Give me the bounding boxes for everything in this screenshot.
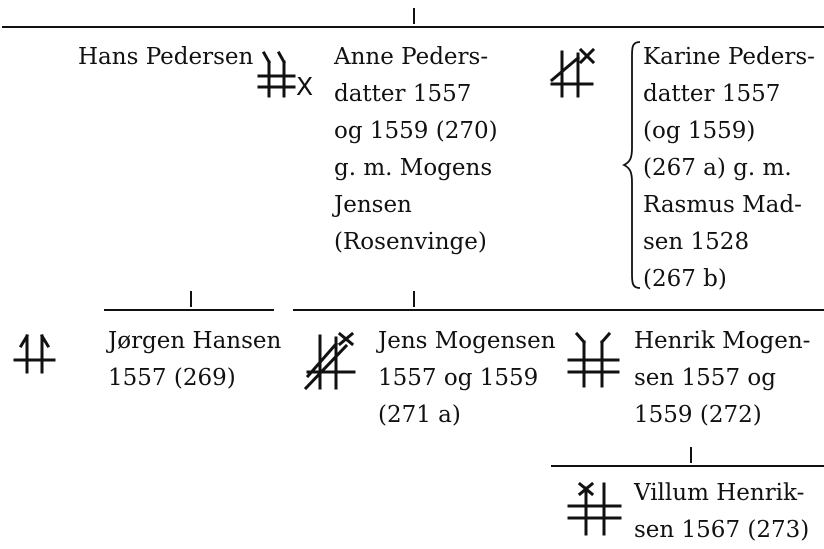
anne-line-1: Anne Peders-	[334, 44, 489, 70]
house-mark-henrik-icon	[564, 330, 630, 390]
top-tick	[413, 8, 415, 24]
henrik-line-1: Henrik Mogen-	[634, 328, 811, 354]
mogens-tick	[413, 291, 415, 307]
house-mark-left-icon	[8, 328, 66, 376]
anne-line-3: og 1559 (270)	[334, 118, 498, 144]
svg-text:X: X	[296, 72, 313, 101]
villum-tick	[690, 447, 692, 463]
person-name: Hans Pedersen	[78, 44, 254, 70]
jens-line-1: Jens Mogensen	[378, 328, 556, 354]
anne-line-6: (Rosenvinge)	[334, 229, 487, 255]
mogens-children-line	[293, 309, 824, 311]
brace-icon	[622, 40, 644, 290]
person-karine-pedersdatter: Karine Peders- datter 1557 (og 1559) (26…	[643, 39, 815, 298]
jorgen-generation-line	[104, 309, 274, 311]
top-generation-line	[2, 26, 824, 28]
person-anne-pedersdatter: Anne Peders- datter 1557 og 1559 (270) g…	[334, 39, 498, 261]
karine-line-3: (og 1559)	[643, 118, 756, 144]
karine-line-6: sen 1528	[643, 229, 750, 255]
villum-line-2: sen 1567 (273)	[634, 517, 810, 543]
person-henrik-mogensen: Henrik Mogen- sen 1557 og 1559 (272)	[634, 323, 810, 434]
house-mark-karine-icon	[548, 46, 604, 100]
villum-generation-line	[551, 465, 824, 467]
henrik-line-3: 1559 (272)	[634, 402, 762, 428]
jorgen-line-2: 1557 (269)	[108, 365, 236, 391]
jorgen-tick	[190, 291, 192, 307]
villum-line-1: Villum Henrik-	[634, 480, 805, 506]
karine-line-1: Karine Peders-	[643, 44, 815, 70]
anne-line-4: g. m. Mogens	[334, 155, 493, 181]
karine-line-2: datter 1557	[643, 81, 781, 107]
person-jorgen-hansen: Jørgen Hansen 1557 (269)	[108, 323, 281, 397]
person-hans-pedersen: Hans Pedersen	[78, 39, 253, 76]
house-mark-hans-icon: X	[256, 50, 318, 102]
jens-line-2: 1557 og 1559	[378, 365, 539, 391]
anne-line-5: Jensen	[334, 192, 412, 218]
karine-line-4: (267 a) g. m.	[643, 155, 792, 181]
karine-line-7: (267 b)	[643, 266, 727, 292]
karine-line-5: Rasmus Mad-	[643, 192, 802, 218]
anne-line-2: datter 1557	[334, 81, 472, 107]
henrik-line-2: sen 1557 og	[634, 365, 776, 391]
jens-line-3: (271 a)	[378, 402, 461, 428]
house-mark-villum-icon	[564, 478, 630, 538]
person-jens-mogensen: Jens Mogensen 1557 og 1559 (271 a)	[378, 323, 556, 434]
jorgen-line-1: Jørgen Hansen	[108, 328, 282, 354]
person-villum-henriksen: Villum Henrik- sen 1567 (273)	[634, 475, 809, 549]
house-mark-jens-icon	[302, 330, 364, 392]
